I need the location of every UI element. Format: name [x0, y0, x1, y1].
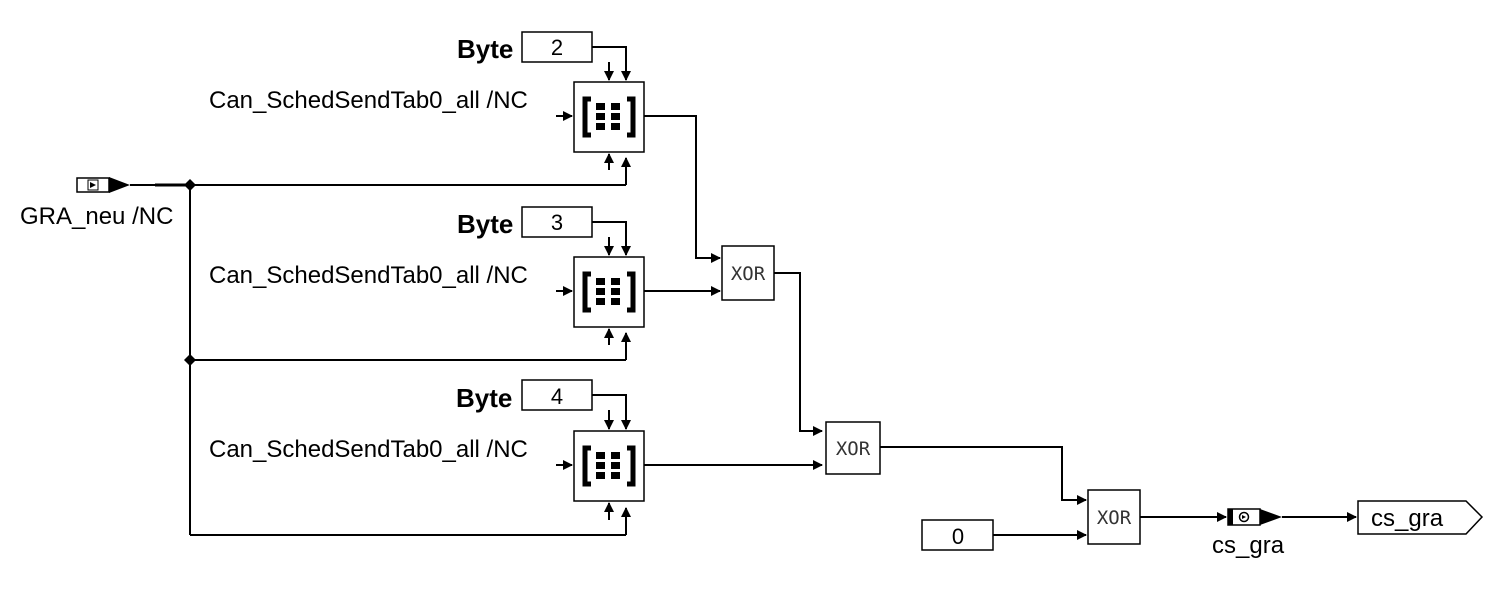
- output-variable-label: cs_gra: [1212, 532, 1285, 559]
- output-port-icon: [1238, 511, 1250, 523]
- selector-block-3[interactable]: Byte 4 Can_SchedSendTab0_all /NC: [209, 379, 823, 520]
- constant-box: [921, 519, 994, 551]
- constant-value: 0: [952, 524, 964, 549]
- junction-dot: [184, 179, 196, 191]
- signal-label: Can_SchedSendTab0_all /NC: [209, 87, 528, 114]
- selector-block-1[interactable]: Byte 2 Can_SchedSendTab0_all /NC: [209, 31, 721, 263]
- output-terminal-label: cs_gra: [1371, 505, 1444, 532]
- byte-label: Byte: [457, 34, 513, 64]
- xor-label: XOR: [1097, 507, 1132, 529]
- byte-value: 4: [551, 384, 563, 409]
- byte-label: Byte: [456, 383, 512, 413]
- output-variable-cs-gra[interactable]: cs_gra: [1212, 508, 1357, 559]
- input-port-icon: [87, 179, 99, 191]
- signal-label: Can_SchedSendTab0_all /NC: [209, 262, 528, 289]
- output-port-arrow: [1260, 509, 1282, 525]
- byte-constant-box[interactable]: [521, 206, 593, 238]
- byte-value: 3: [551, 210, 563, 235]
- input-port-label: GRA_neu /NC: [20, 203, 173, 230]
- output-terminal-shape: [1357, 500, 1484, 535]
- constant-zero[interactable]: 0: [921, 519, 1087, 551]
- input-port-gra-neu[interactable]: [76, 177, 130, 193]
- xor-block-1[interactable]: XOR: [721, 245, 823, 436]
- xor-box: [1087, 489, 1141, 545]
- xor-block-2[interactable]: XOR: [825, 421, 1087, 505]
- junction-dot: [184, 354, 196, 366]
- output-terminal-cs-gra[interactable]: cs_gra: [1357, 500, 1484, 535]
- xor-label: XOR: [836, 438, 871, 460]
- input-port-arrow: [109, 177, 130, 193]
- byte-value: 2: [551, 35, 563, 60]
- byte-constant-box[interactable]: [521, 379, 593, 411]
- signal-label: Can_SchedSendTab0_all /NC: [209, 436, 528, 463]
- xor-block-3[interactable]: XOR: [1087, 489, 1227, 545]
- byte-label: Byte: [457, 209, 513, 239]
- xor-label: XOR: [731, 263, 766, 285]
- input-bus: [130, 157, 631, 536]
- xor-box: [721, 245, 775, 301]
- selector-block-2[interactable]: Byte 3 Can_SchedSendTab0_all /NC: [209, 206, 721, 345]
